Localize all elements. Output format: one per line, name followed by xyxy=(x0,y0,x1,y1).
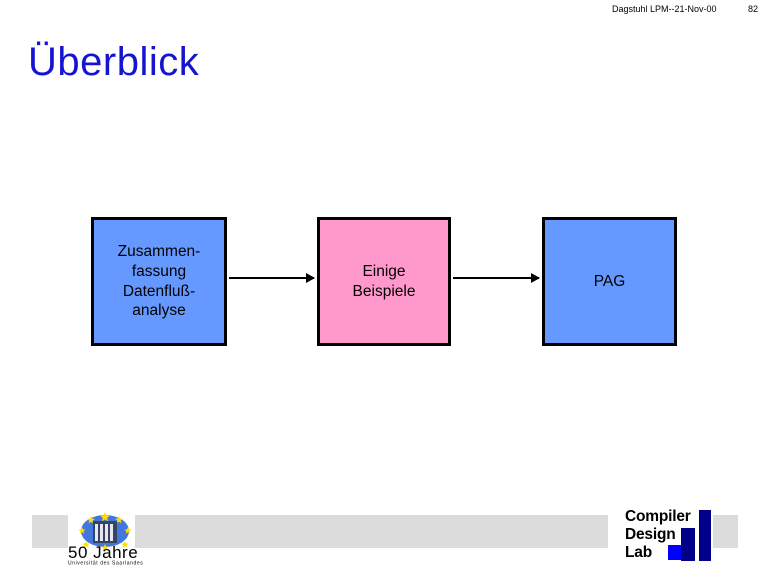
header-title: Dagstuhl LPM--21-Nov-00 xyxy=(612,4,717,14)
jubilee-logo: 50 Jahre Universität des Saarlandes xyxy=(62,512,146,572)
jubilee-headline: 50 Jahre xyxy=(68,543,139,562)
flow-box-label: Zusammen- fassung Datenfluß- analyse xyxy=(117,242,201,320)
connector-arrow-2 xyxy=(453,273,540,283)
flow-box-zusammenfassung[interactable]: Zusammen- fassung Datenfluß- analyse xyxy=(91,217,227,346)
flow-box-beispiele[interactable]: Einige Beispiele xyxy=(317,217,451,346)
cdl-line-compiler: Compiler xyxy=(625,508,691,525)
page-title: Überblick xyxy=(28,40,200,84)
cdl-bar-tall-icon xyxy=(699,510,711,561)
flow-box-label: PAG xyxy=(593,272,626,290)
cdl-bar-medium-icon xyxy=(681,528,695,561)
footer-bar-right xyxy=(713,515,738,548)
cdl-line-design: Design xyxy=(625,526,676,543)
flow-box-pag[interactable]: PAG xyxy=(542,217,677,346)
cdl-line-lab: Lab xyxy=(625,544,652,561)
slide-header: Dagstuhl LPM--21-Nov-00 82 xyxy=(0,4,768,18)
page-number: 82 xyxy=(748,4,759,14)
connector-arrow-1 xyxy=(229,273,315,283)
flow-box-label: Einige Beispiele xyxy=(352,262,416,300)
footer-bar-middle xyxy=(135,515,608,548)
compiler-design-lab-logo: Compiler Design Lab xyxy=(625,508,711,564)
jubilee-subline: Universität des Saarlandes xyxy=(68,560,144,567)
jubilee-emblem-icon xyxy=(78,512,132,551)
